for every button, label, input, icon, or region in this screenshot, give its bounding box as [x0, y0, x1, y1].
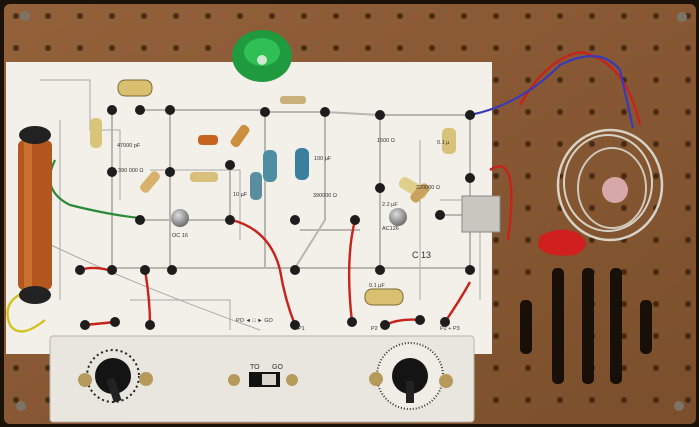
svg-text:47000 pF: 47000 pF: [117, 143, 141, 149]
svg-text:0.1 µF: 0.1 µF: [369, 283, 385, 289]
svg-text:0.1 µ: 0.1 µ: [437, 140, 450, 146]
schematic-labels: 47000 pF 390 000 Ω OC 16 10 µF 100 µF 39…: [117, 138, 460, 332]
svg-text:AC126: AC126: [382, 226, 399, 232]
speaker-grille: [520, 268, 652, 384]
left-knob: [78, 349, 153, 403]
svg-text:P1: P1: [298, 326, 305, 332]
blue-wires: [469, 55, 635, 129]
slide-switch: TO GO: [228, 364, 298, 387]
svg-text:P2 + P3: P2 + P3: [440, 326, 460, 332]
svg-text:TO: TO: [250, 364, 260, 371]
resistors: [90, 79, 456, 306]
earphone-cable: [538, 128, 664, 256]
svg-text:GO: GO: [272, 364, 283, 371]
yellow-wire: [6, 288, 46, 333]
solder-joints: [75, 105, 475, 330]
transistors: [171, 195, 501, 233]
svg-text:100 µF: 100 µF: [314, 156, 332, 162]
svg-text:390000 Ω: 390000 Ω: [313, 193, 337, 199]
svg-text:2.2 µF: 2.2 µF: [382, 202, 398, 208]
green-tuning-cap: [232, 30, 292, 82]
svg-text:PO ◄ □ ► GO: PO ◄ □ ► GO: [236, 318, 274, 324]
svg-text:OC 16: OC 16: [172, 233, 188, 239]
screws: [16, 11, 687, 411]
electrolytic-capacitors: [250, 148, 309, 200]
svg-text:1500 Ω: 1500 Ω: [377, 138, 395, 144]
svg-text:220000 Ω: 220000 Ω: [416, 185, 440, 191]
svg-text:10 µF: 10 µF: [233, 192, 248, 198]
ferrite-antenna: [18, 126, 52, 304]
svg-text:P2: P2: [371, 326, 378, 332]
svg-text:390 000 Ω: 390 000 Ω: [118, 168, 144, 174]
svg-text:C 13: C 13: [412, 250, 431, 260]
red-earpiece: [538, 229, 586, 256]
right-tuning-knob: [369, 342, 453, 410]
